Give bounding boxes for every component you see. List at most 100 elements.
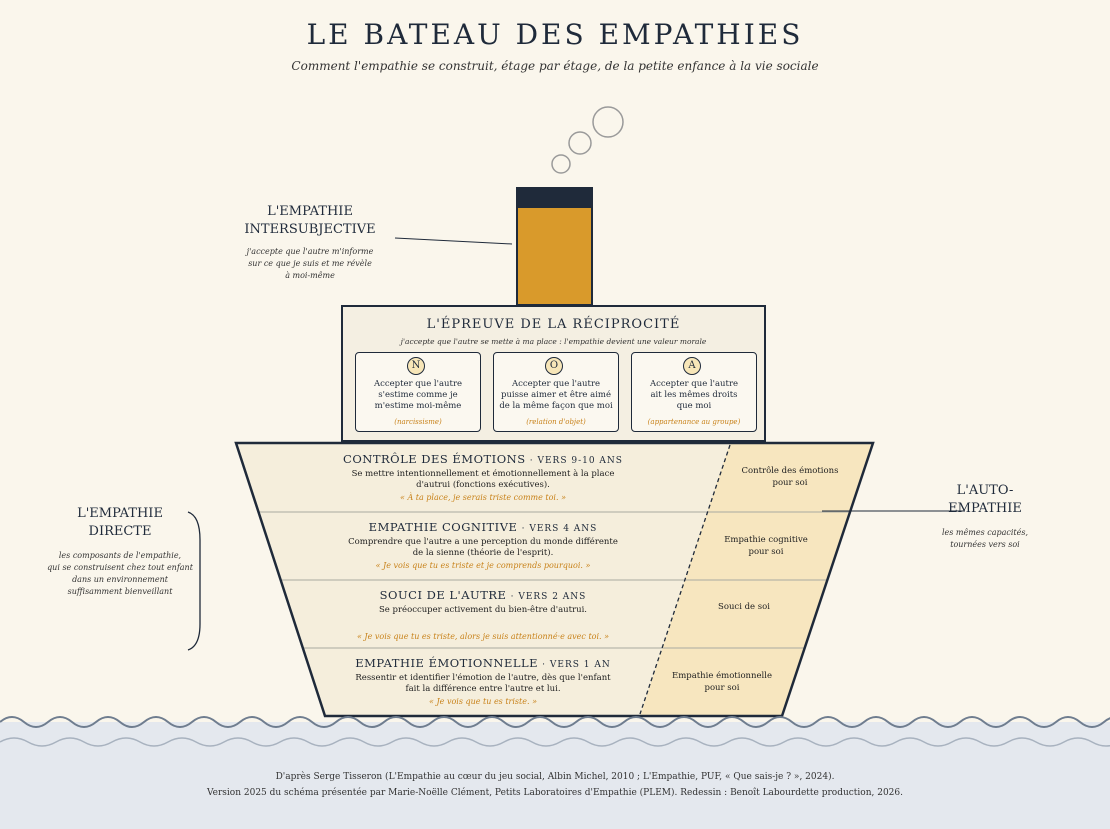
card-line: s'estime comme je [378,390,458,400]
card-line: de la même façon que moi [499,401,613,411]
self-line: pour soi [748,547,784,557]
reciprocity-subtitle: j'accepte que l'autre se mette à ma plac… [400,337,707,346]
level-name: EMPATHIE COGNITIVE [368,520,518,534]
direct-empathy-desc-line: suffisamment bienveillant [67,587,173,596]
reciprocity-card-narcissism: N Accepter que l'autre s'estime comme je… [355,352,481,432]
intersubjective-connector [394,237,513,245]
direct-empathy-desc-line: qui se construisent chez tout enfant [47,563,193,572]
self-line: pour soi [704,683,740,693]
level-desc-line: Se mettre intentionnellement et émotionn… [351,469,615,479]
intersubjective-title: L'EMPATHIE INTERSUBJECTIVE [240,203,380,239]
funnel-cap [517,188,592,208]
intersubjective-title-line1: L'EMPATHIE [267,204,353,219]
self-emotional-empathy: Empathie émotionnelle pour soi [662,670,782,694]
letter-badge: O [545,357,563,375]
direct-empathy-desc-line: dans un environnement [72,575,168,584]
auto-empathy-title-line2: EMPATHIE [948,501,1022,516]
self-line: Empathie cognitive [724,535,808,545]
self-cognitive-empathy: Empathie cognitive pour soi [706,534,826,558]
wave-front [0,716,1110,728]
level-title: CONTRÔLE DES ÉMOTIONS · VERS 9-10 ANS [310,452,656,466]
self-line: Contrôle des émotions [741,466,839,476]
level-emotion-control: CONTRÔLE DES ÉMOTIONS · VERS 9-10 ANS Se… [310,452,656,502]
level-age: · VERS 1 AN [542,660,611,670]
level-desc-line: fait la différence entre l'autre et lui. [405,684,561,694]
hull-outline [234,441,875,718]
level-title: SOUCI DE L'AUTRE · VERS 2 ANS [310,588,656,602]
level-desc: Se préoccuper activement du bien-être d'… [310,605,656,616]
self-divider-dashed [639,444,731,715]
level-quote: « À ta place, je serais triste comme toi… [400,493,566,502]
card-note: (relation d'objet) [526,418,586,426]
level-name: CONTRÔLE DES ÉMOTIONS [343,452,526,466]
card-text: Accepter que l'autre s'estime comme je m… [360,379,476,412]
direct-empathy-desc: les composants de l'empathie, qui se con… [40,550,200,598]
direct-empathy-title: L'EMPATHIE DIRECTE [50,505,190,541]
level-desc: Se mettre intentionnellement et émotionn… [310,469,656,491]
direct-empathy-title-line2: DIRECTE [88,524,152,539]
level-emotional-empathy: EMPATHIE ÉMOTIONNELLE · VERS 1 AN Ressen… [310,656,656,706]
level-desc-line: Comprendre que l'autre a une perception … [348,537,618,547]
level-desc-line: Se préoccuper activement du bien-être d'… [378,605,587,615]
level-desc: Comprendre que l'autre a une perception … [310,537,656,559]
card-text: Accepter que l'autre ait les mêmes droit… [636,379,752,412]
card-note: (appartenance au groupe) [647,418,741,426]
page-subtitle: Comment l'empathie se construit, étage p… [291,59,819,73]
level-cognitive-empathy: EMPATHIE COGNITIVE · VERS 4 ANS Comprend… [310,520,656,570]
card-line: m'estime moi-même [374,401,462,411]
smoke-bubble [568,131,592,155]
level-care-for-other: SOUCI DE L'AUTRE · VERS 2 ANS Se préoccu… [310,588,656,641]
direct-empathy-bracket [187,511,201,651]
reciprocity-title: L'ÉPREUVE DE LA RÉCIPROCITÉ [426,317,681,332]
card-line: puisse aimer et être aimé [501,390,611,400]
wave-back [0,737,1110,747]
level-desc-line: de la sienne (théorie de l'esprit). [412,548,554,558]
intersubjective-title-line2: INTERSUBJECTIVE [244,222,376,237]
auto-empathy-desc-line: tournées vers soi [950,540,1020,549]
self-emotion-control: Contrôle des émotions pour soi [730,465,850,489]
direct-empathy-desc-line: les composants de l'empathie, [58,551,182,560]
level-desc: Ressentir et identifier l'émotion de l'a… [310,673,656,695]
level-desc-line: d'autrui (fonctions exécutives). [416,480,550,490]
card-line: Accepter que l'autre [373,379,463,389]
smoke-bubble [551,154,571,174]
self-line: pour soi [772,478,808,488]
level-quote: « Je vois que tu es triste. » [429,697,537,706]
credits: D'après Serge Tisseron (L'Empathie au cœ… [0,769,1110,801]
reciprocity-card-object: O Accepter que l'autre puisse aimer et ê… [493,352,619,432]
intersubjective-desc-line: sur ce que je suis et me révèle [248,259,372,268]
card-note: (narcissisme) [394,418,442,426]
card-line: Accepter que l'autre [649,379,739,389]
card-line: que moi [676,401,712,411]
page-title: LE BATEAU DES EMPATHIES [306,18,804,51]
level-desc-line: Ressentir et identifier l'émotion de l'a… [355,673,611,683]
letter-badge: N [407,357,425,375]
letter-badge: A [683,357,701,375]
intersubjective-desc-line: j'accepte que l'autre m'informe [246,247,374,256]
smoke-bubble [592,106,624,138]
auto-empathy-title: L'AUTO- EMPATHIE [920,482,1050,518]
credits-line: Version 2025 du schéma présentée par Mar… [207,788,903,798]
level-age: · VERS 2 ANS [510,592,587,602]
reciprocity-card-group: A Accepter que l'autre ait les mêmes dro… [631,352,757,432]
level-title: EMPATHIE ÉMOTIONNELLE · VERS 1 AN [310,656,656,670]
auto-empathy-desc: les mêmes capacités, tournées vers soi [915,527,1055,551]
intersubjective-desc-line: à moi-même [285,271,335,280]
card-text: Accepter que l'autre puisse aimer et êtr… [498,379,614,412]
self-care: Souci de soi [684,601,804,613]
self-line: Souci de soi [718,602,770,612]
level-age: · VERS 9-10 ANS [529,456,623,466]
auto-empathy-title-line1: L'AUTO- [956,483,1014,498]
card-line: Accepter que l'autre [511,379,601,389]
self-line: Empathie émotionnelle [671,671,773,681]
level-age: · VERS 4 ANS [521,524,598,534]
direct-empathy-title-line1: L'EMPATHIE [77,506,163,521]
intersubjective-desc: j'accepte que l'autre m'informe sur ce q… [230,246,390,282]
reciprocity-cabin: L'ÉPREUVE DE LA RÉCIPROCITÉ j'accepte qu… [341,305,766,442]
level-name: EMPATHIE ÉMOTIONNELLE [355,656,539,670]
level-quote: « Je vois que tu es triste, alors je sui… [356,632,610,641]
level-name: SOUCI DE L'AUTRE [379,588,507,602]
level-title: EMPATHIE COGNITIVE · VERS 4 ANS [310,520,656,534]
credits-line: D'après Serge Tisseron (L'Empathie au cœ… [275,772,835,782]
